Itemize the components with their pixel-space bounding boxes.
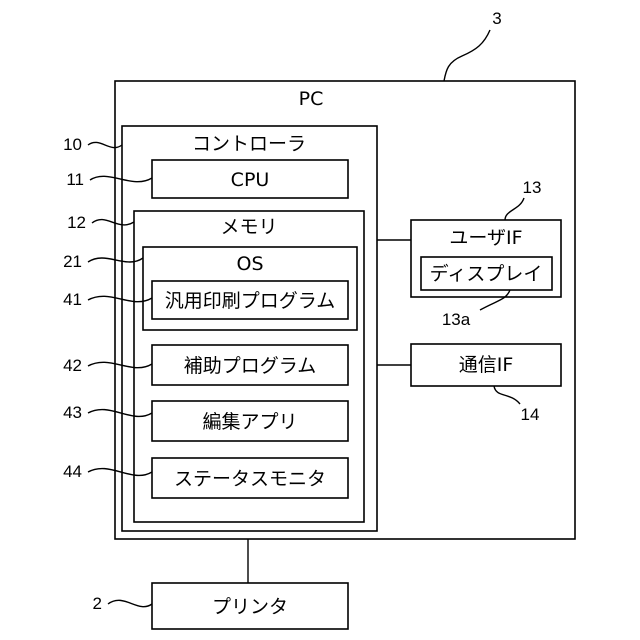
display-label: ディスプレイ [430, 263, 543, 285]
generic-print-ref: 41 [63, 290, 82, 309]
pc-ref-leader [444, 30, 490, 81]
controller-label: コントローラ [192, 133, 306, 155]
controller-ref: 10 [63, 135, 82, 154]
edit-app-label: 編集アプリ [202, 411, 297, 433]
pc-label: PC [299, 88, 324, 110]
memory-label: メモリ [220, 216, 277, 238]
memory-ref: 12 [67, 213, 86, 232]
cpu-ref: 11 [66, 170, 84, 189]
assist-program-ref: 42 [63, 356, 82, 375]
printer-label: プリンタ [212, 596, 288, 618]
printer-ref: 2 [93, 594, 102, 613]
printer-ref-leader [108, 600, 152, 606]
comm-if-label: 通信IF [459, 354, 514, 376]
generic-print-label: 汎用印刷プログラム [165, 290, 335, 312]
status-monitor-label: ステータスモニタ [174, 468, 326, 490]
status-monitor-ref: 44 [63, 462, 82, 481]
pc-ref: 3 [492, 9, 501, 28]
os-label: OS [236, 253, 263, 275]
user-if-ref: 13 [523, 178, 542, 197]
comm-if-ref: 14 [521, 405, 540, 424]
assist-program-label: 補助プログラム [184, 355, 316, 377]
cpu-label: CPU [231, 169, 270, 191]
user-if-label: ユーザIF [449, 227, 522, 249]
os-ref: 21 [63, 252, 82, 271]
display-ref: 13a [442, 310, 471, 329]
edit-app-ref: 43 [63, 403, 82, 422]
